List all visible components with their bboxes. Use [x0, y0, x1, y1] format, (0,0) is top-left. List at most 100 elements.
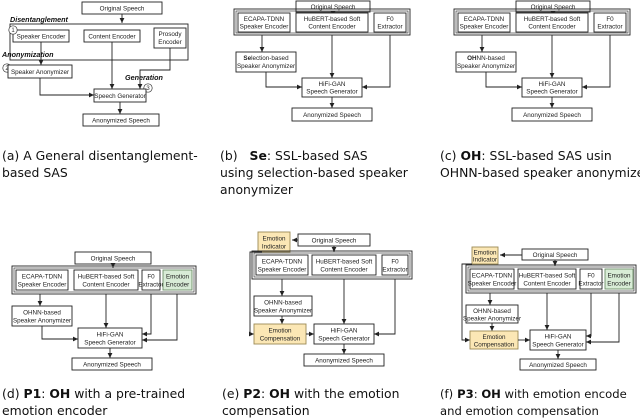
- f0-label-2: Extractor: [597, 24, 622, 31]
- speaker-anonymizer-label: Speaker Anonymizer: [11, 69, 69, 76]
- encoder-group-outer: [233, 8, 411, 36]
- anonymized-speech-box: [511, 107, 593, 122]
- hifi-label-2: Speech Generator: [532, 342, 583, 349]
- generation-label: Generation: [125, 73, 164, 82]
- encoder-group-outer: [11, 265, 197, 295]
- ecapa-label-1: ECAPA-TDNN: [22, 274, 63, 281]
- caption-f-line-1: (f)P3: OH with emotion encode: [440, 387, 627, 401]
- caption-a-line-2: based SAS: [2, 165, 68, 180]
- f0-extractor-box: [579, 268, 603, 290]
- emotion-encoder-box: [162, 269, 193, 291]
- caption-e-line-1: (e)P2: OH with the emotion: [222, 386, 399, 401]
- ecapa-tdnn-box: [255, 254, 309, 276]
- panel-e-diagram: Emotion Indicator Original Speech ECAPA-…: [249, 231, 413, 367]
- ecapa-label-1: ECAPA-TDNN: [262, 259, 303, 266]
- hifi-label-1: HiFi-GAN: [539, 81, 566, 88]
- hubert-label-2: Content Encoder: [528, 24, 575, 31]
- hubert-label-2: Content Encoder: [82, 282, 129, 289]
- caption-b-line-1: (b)Se: SSL-based SAS: [220, 148, 368, 163]
- anonymized-speech-label: Anonymized Speech: [529, 362, 587, 369]
- captions: (a) A General disentanglement- based SAS…: [2, 148, 640, 418]
- ecapa-tdnn-box: [15, 269, 69, 291]
- selection-anonymizer-label-1: Selection-based: [243, 55, 289, 62]
- anonymized-speech-label: Anonymized Speech: [315, 358, 373, 365]
- original-speech-label: Original Speech: [100, 6, 145, 13]
- prosody-label-2: Encoder: [158, 39, 181, 46]
- step-3-number: 3: [146, 86, 150, 92]
- disentanglement-group: [9, 23, 189, 61]
- emotion-compensation-label-1: Emotion: [268, 328, 292, 335]
- selection-anonymizer-label-2: Speaker Anonymizer: [237, 63, 295, 70]
- anonymized-speech-box: [71, 357, 153, 371]
- ohnn-anonymizer-label-1: OHNN-based: [467, 55, 505, 62]
- hifi-label-1: HiFi-GAN: [319, 81, 346, 88]
- f0-extractor-box: [593, 12, 627, 33]
- hubert-label-2: Content Encoder: [308, 24, 355, 31]
- f0-label-1: F0: [386, 16, 394, 23]
- caption-c-line-2: OHNN-based speaker anonymize: [440, 165, 640, 180]
- emotion-encoder-label-2: Encoder: [166, 282, 189, 289]
- caption-f-line-2: and emotion compensation: [440, 404, 599, 418]
- hubert-label-1: HuBERT-based Soft: [316, 259, 373, 266]
- ohnn-label-2: Speaker Anonymizer: [13, 318, 71, 325]
- ohnn-label-1: OHNN-based: [23, 310, 61, 317]
- anonymized-speech-label: Anonymized Speech: [92, 118, 150, 125]
- hifi-label-1: HiFi-GAN: [545, 334, 572, 341]
- anonymized-speech-box: [303, 353, 385, 367]
- hifi-label-2: Speech Generator: [526, 89, 577, 96]
- f0-extractor-box: [141, 269, 161, 291]
- f0-label-1: F0: [606, 16, 614, 23]
- caption-e-line-2: compensation: [222, 403, 310, 418]
- anonymized-speech-box: [291, 107, 373, 122]
- ohnn-label-2: Speaker Anonymizer: [463, 316, 521, 323]
- panel-c-diagram: Original Speech ECAPA-TDNN Speaker Encod…: [453, 0, 631, 122]
- hubert-box: [311, 254, 377, 276]
- f0-label-2: Extractor: [578, 281, 603, 288]
- ecapa-label-2: Speaker Encoder: [18, 282, 67, 289]
- emotion-indicator-box: [257, 231, 291, 253]
- panel-f-diagram: Emotion Indicator Original Speech ECAPA-…: [461, 246, 637, 371]
- anonymized-speech-label: Anonymized Speech: [83, 362, 141, 369]
- hubert-box: [73, 269, 139, 291]
- anonymization-label: Anonymization: [1, 50, 54, 59]
- f0-label-1: F0: [587, 273, 595, 280]
- ohnn-anonymizer-label-2: Speaker Anonymizer: [457, 63, 515, 70]
- f0-extractor-box: [373, 12, 407, 33]
- ecapa-label-2: Speaker Encoder: [468, 281, 517, 288]
- ecapa-label-2: Speaker Encoder: [460, 24, 509, 31]
- emotion-encoder-label-2: Encoder: [607, 281, 630, 288]
- hubert-label-1: HuBERT-based Soft: [304, 16, 361, 23]
- ecapa-tdnn-box: [469, 268, 515, 290]
- prosody-label-1: Prosody: [158, 31, 182, 38]
- ohnn-anonymizer-box: [253, 295, 313, 317]
- hubert-label-2: Content Encoder: [523, 281, 570, 288]
- ecapa-tdnn-box: [237, 12, 291, 33]
- emotion-encoder-label-1: Emotion: [166, 274, 190, 281]
- hubert-box: [515, 12, 589, 33]
- emotion-encoder-label-1: Emotion: [607, 273, 631, 280]
- original-speech-label: Original Speech: [531, 4, 576, 11]
- f0-label-2: Extractor: [382, 267, 407, 274]
- hifi-label-2: Speech Generator: [318, 336, 369, 343]
- f0-label-1: F0: [147, 274, 155, 281]
- anonymized-speech-box: [519, 358, 597, 371]
- anonymized-speech-label: Anonymized Speech: [523, 112, 581, 119]
- speaker-encoder-label: Speaker Encoder: [17, 34, 66, 41]
- emotion-compensation-label-2: Compensation: [474, 342, 515, 349]
- hifi-label-2: Speech Generator: [306, 89, 357, 96]
- caption-d-line-2: emotion encoder: [2, 403, 108, 418]
- anonymized-speech-box: [82, 113, 160, 127]
- hifi-label-1: HiFi-GAN: [97, 332, 124, 339]
- original-speech-label: Original Speech: [311, 4, 356, 11]
- caption-b-line-2: using selection-based speaker: [220, 165, 409, 180]
- content-encoder-label: Content Encoder: [88, 34, 135, 41]
- emotion-compensation-label-1: Emotion: [482, 334, 506, 341]
- panel-a-diagram: Original Speech Disentanglement Speaker …: [1, 1, 189, 127]
- hubert-box: [295, 12, 369, 33]
- hubert-label-1: HuBERT-based Soft: [524, 16, 581, 23]
- ohnn-label-2: Speaker Anonymizer: [254, 308, 312, 315]
- hifi-label-2: Speech Generator: [84, 340, 135, 347]
- original-speech-label: Original Speech: [91, 256, 136, 263]
- caption-d-line-1: (d)P1: OH with a pre-trained: [2, 386, 185, 401]
